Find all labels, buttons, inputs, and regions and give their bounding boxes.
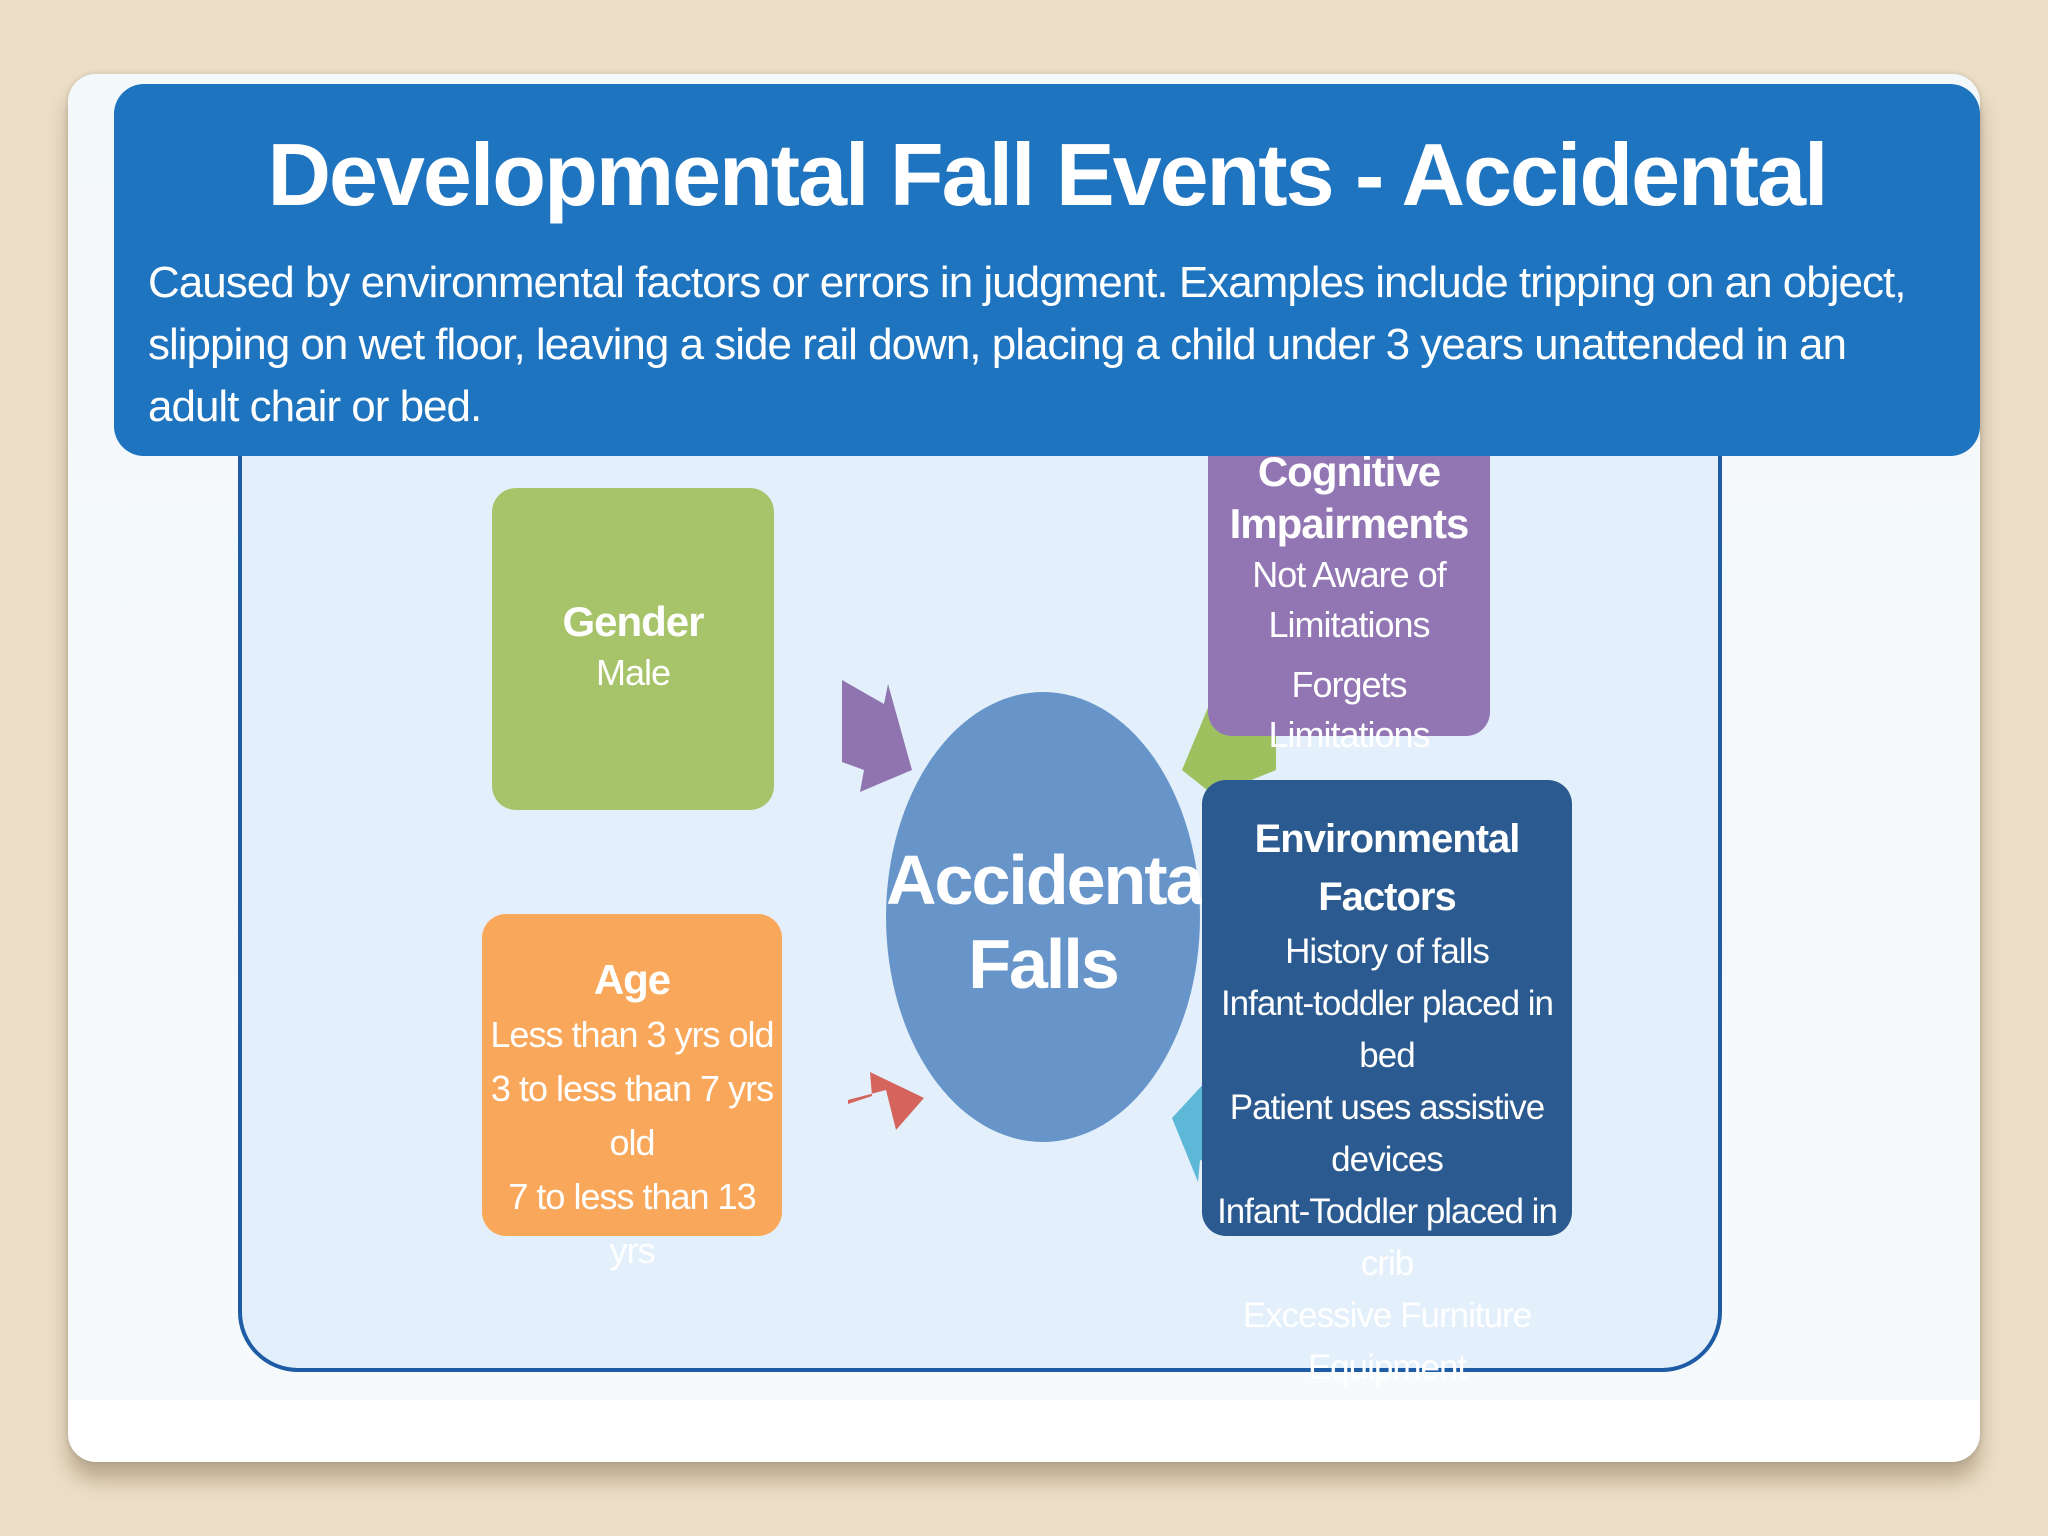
center-line2: Falls bbox=[968, 925, 1120, 1003]
header-banner: Developmental Fall Events - Accidental C… bbox=[114, 84, 1980, 456]
cognitive-box: Cognitive Impairments Not Aware of Limit… bbox=[1208, 414, 1490, 755]
page-title: Developmental Fall Events - Accidental bbox=[267, 125, 1828, 224]
age-line: Less than 3 yrs old bbox=[490, 1014, 774, 1055]
environmental-line: History of falls bbox=[1285, 932, 1490, 971]
environmental-heading: Environmental Factors bbox=[1254, 817, 1521, 919]
description-text: Caused by environmental factors or error… bbox=[148, 258, 1906, 431]
center-line1: Accidental bbox=[886, 841, 1222, 919]
accidental-falls-circle: Accidental Falls bbox=[886, 692, 1222, 1142]
environmental-line: Excessive Furniture bbox=[1242, 1296, 1532, 1335]
environmental-line: Lighting bbox=[1329, 1400, 1446, 1439]
age-heading: Age bbox=[593, 956, 671, 1003]
cognitive-heading-line2: Impairments bbox=[1229, 500, 1470, 547]
cognitive-line: Forgets Limitations bbox=[1268, 664, 1430, 755]
environmental-line: Infant-toddler placed in bed bbox=[1220, 984, 1554, 1075]
cognitive-line: Limitations bbox=[1268, 604, 1430, 645]
cognitive-line: Not Aware of bbox=[1252, 554, 1446, 595]
gender-heading: Gender bbox=[562, 598, 704, 645]
environmental-factors-box: Environmental Factors History of falls I… bbox=[1202, 780, 1572, 1439]
environmental-line: Equipment bbox=[1307, 1348, 1467, 1387]
environmental-line: Patient uses assistive devices bbox=[1229, 1088, 1546, 1179]
environmental-line: Infant-Toddler placed in crib bbox=[1217, 1192, 1558, 1283]
age-box: Age Less than 3 yrs old 3 to less than 7… bbox=[482, 914, 782, 1271]
gender-box: Gender Male bbox=[492, 488, 774, 810]
age-line: 3 to less than 7 yrs old bbox=[490, 1068, 774, 1163]
age-line: 7 to less than 13 yrs bbox=[508, 1176, 756, 1271]
gender-line: Male bbox=[595, 652, 671, 693]
